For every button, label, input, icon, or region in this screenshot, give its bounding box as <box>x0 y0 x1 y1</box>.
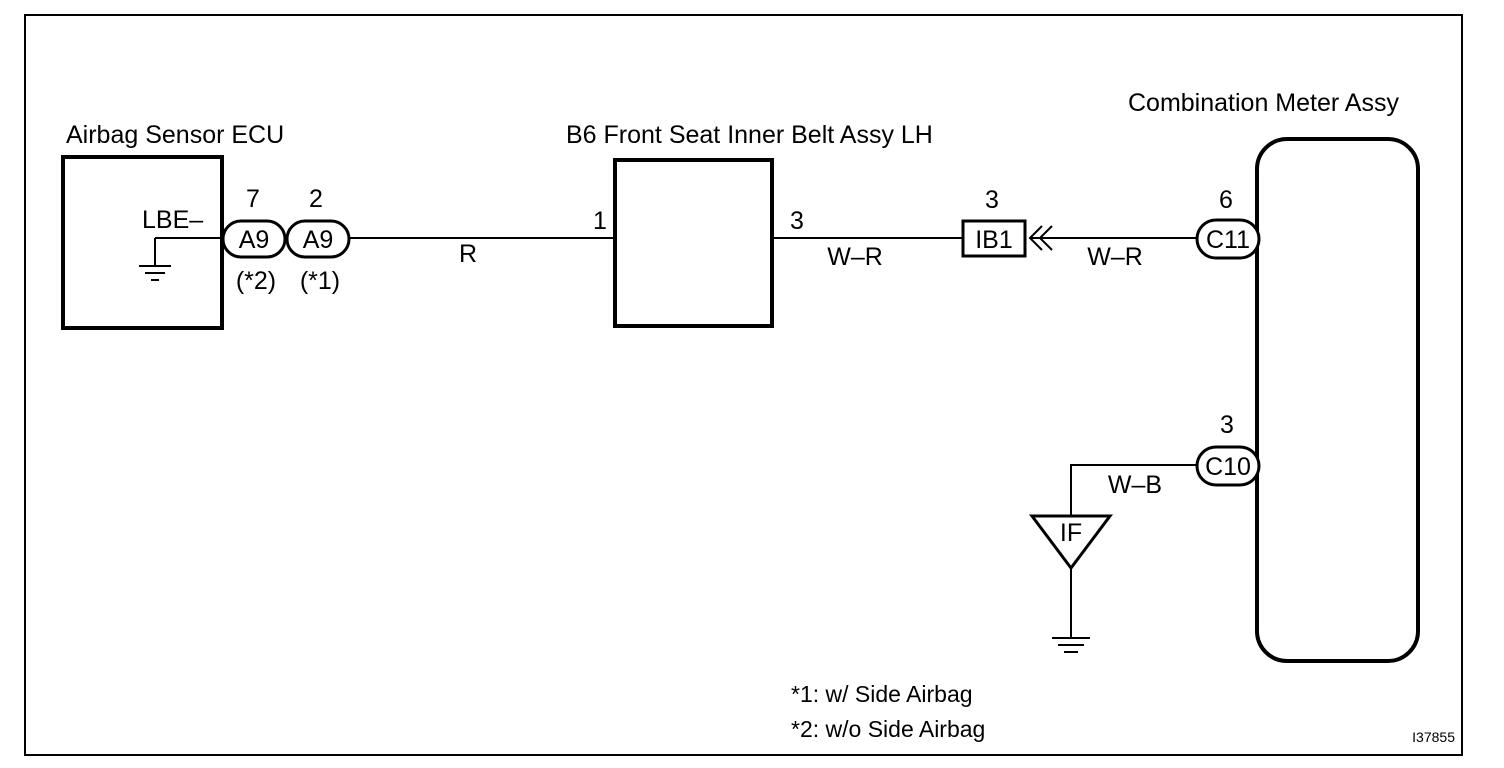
wire-c10-to-if <box>1070 464 1197 516</box>
chassis-ground-icon <box>1052 568 1090 653</box>
meter-assy-title: Combination Meter Assy <box>1128 89 1399 117</box>
c11-code: C11 <box>1206 226 1250 254</box>
note-1: *1: w/ Side Airbag <box>791 681 973 707</box>
airbag-ecu-ground-icon <box>139 237 222 281</box>
a9-left-connector <box>221 219 287 259</box>
a9-left-code: A9 <box>239 226 270 254</box>
wire-a9-to-b6-color: R <box>459 240 477 268</box>
ib1-connector <box>961 219 1027 258</box>
wire-b6-to-ib1-color: W–R <box>827 243 883 271</box>
a9-right-note: (*1) <box>300 267 340 295</box>
wire-c10-to-if-color: W–B <box>1108 471 1162 499</box>
a9-right-pin: 2 <box>309 185 323 213</box>
b6-pin-out: 3 <box>790 207 804 235</box>
c10-code: C10 <box>1205 453 1251 481</box>
ib1-pin: 3 <box>985 186 999 214</box>
b6-pin-in: 1 <box>593 207 607 235</box>
c11-connector <box>1195 218 1261 260</box>
c11-pin: 6 <box>1219 186 1233 214</box>
ib1-code: IB1 <box>975 226 1013 254</box>
airbag-ecu-title: Airbag Sensor ECU <box>66 121 284 149</box>
wire-ib1-to-c11-color: W–R <box>1087 243 1143 271</box>
airbag-ecu-terminal-label: LBE– <box>142 206 203 234</box>
diagram-frame <box>24 14 1463 756</box>
note-2: *2: w/o Side Airbag <box>791 716 985 742</box>
ground-point-if <box>1029 514 1113 571</box>
belt-assy-title: B6 Front Seat Inner Belt Assy LH <box>566 121 933 149</box>
belt-assy-box <box>613 158 774 328</box>
a9-right-code: A9 <box>303 226 334 254</box>
airbag-ecu-box <box>61 155 224 330</box>
ground-point-if-code: IF <box>1060 519 1082 547</box>
figure-id: I37855 <box>1412 729 1455 745</box>
a9-left-note: (*2) <box>236 267 276 295</box>
meter-assy-box <box>1255 137 1420 663</box>
c10-pin: 3 <box>1220 411 1234 439</box>
a9-left-pin: 7 <box>246 185 260 213</box>
